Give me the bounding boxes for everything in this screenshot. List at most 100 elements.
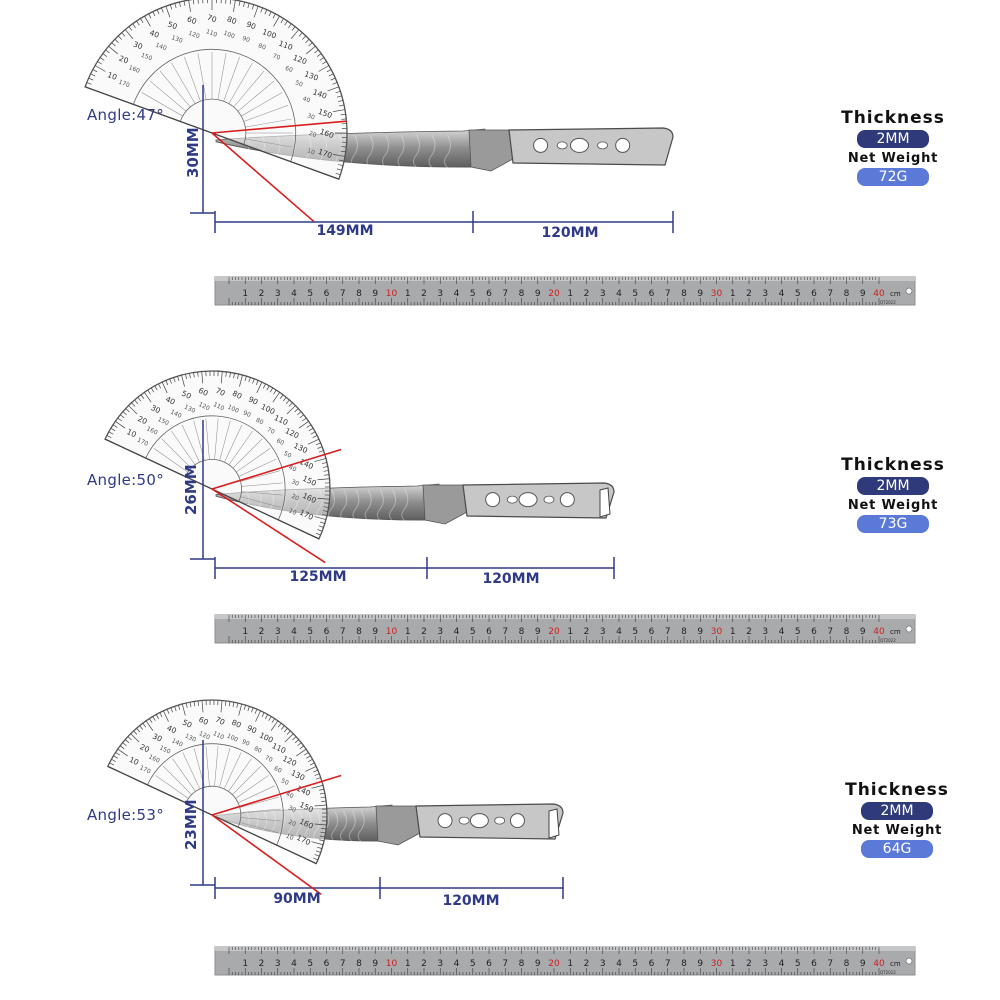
- protractor-ray: [228, 62, 253, 104]
- protractor-inner-number: 120: [187, 30, 200, 41]
- protractor-tick: [201, 700, 204, 713]
- protractor-tick: [201, 371, 204, 384]
- protractor-inner-number: 10: [306, 147, 316, 156]
- ruler-number: 4: [616, 289, 622, 299]
- thickness-title: Thickness: [841, 108, 945, 128]
- protractor-tick: [252, 378, 255, 384]
- ruler-number: 3: [437, 959, 443, 969]
- ruler-number: 3: [437, 289, 443, 299]
- protractor-tick: [319, 521, 325, 524]
- protractor-tick: [161, 381, 168, 394]
- protractor-tick: [254, 709, 258, 714]
- protractor-outer-number: 70: [214, 386, 227, 398]
- ruler-number: 1: [405, 627, 411, 637]
- ruler-number: 1: [242, 959, 248, 969]
- damascus-pattern: [339, 810, 347, 842]
- protractor-tick: [330, 77, 336, 81]
- protractor-tick: [117, 748, 128, 757]
- protractor-inner-number: 20: [308, 130, 318, 139]
- protractor-tick: [317, 446, 323, 449]
- ruler-number: 9: [697, 289, 703, 299]
- protractor-tick: [286, 730, 291, 735]
- ruler-number: 4: [779, 289, 785, 299]
- protractor-tick: [193, 701, 196, 707]
- protractor-ray: [181, 424, 200, 463]
- protractor-ray: [155, 775, 189, 799]
- ruler-number: 9: [697, 959, 703, 969]
- weight-value: 73G: [857, 515, 929, 533]
- protractor-inner-number: 60: [284, 65, 294, 74]
- protractor-tick: [305, 766, 317, 772]
- dimension-lines: [190, 420, 615, 579]
- damascus-pattern: [444, 134, 451, 168]
- protractor-tick: [310, 431, 316, 435]
- handle-hole: [559, 492, 575, 508]
- damascus-pattern: [331, 810, 339, 842]
- protractor-tick: [202, 0, 204, 4]
- protractor-tick: [311, 784, 324, 789]
- ruler-hole: [905, 625, 913, 633]
- protractor-outer-number: 40: [148, 28, 160, 40]
- protractor-tick: [306, 424, 312, 428]
- protractor-inner-number: 70: [266, 426, 276, 436]
- ruler-number: 6: [649, 959, 655, 969]
- ruler-code: QT2022: [880, 638, 896, 643]
- protractor-inner-number: 110: [205, 28, 218, 39]
- protractor-tick: [179, 1, 181, 7]
- ruler-number: 5: [632, 627, 638, 637]
- protractor-inner-number: 70: [272, 52, 282, 61]
- ruler-number: 8: [681, 959, 687, 969]
- ruler-number: 7: [502, 627, 508, 637]
- protractor-inner-arc: [132, 48, 297, 162]
- protractor-tick: [128, 26, 133, 31]
- protractor-tick: [111, 42, 116, 47]
- ruler-number: 20: [548, 627, 560, 637]
- protractor-tick: [336, 95, 342, 98]
- ruler-number: 6: [486, 289, 492, 299]
- protractor-inner-number: 160: [147, 753, 161, 764]
- protractor-tick: [165, 6, 171, 18]
- protractor-ray: [217, 53, 227, 100]
- protractor-inner-number: 60: [273, 765, 283, 775]
- protractor-outer-number: 10: [106, 70, 118, 82]
- protractor-tick: [140, 18, 144, 23]
- angle-line: [211, 488, 326, 564]
- ruler-number: 3: [762, 627, 768, 637]
- ruler-number: 3: [762, 959, 768, 969]
- protractor-tick: [121, 32, 126, 37]
- protractor-tick: [316, 53, 322, 57]
- protractor-tick: [117, 417, 122, 422]
- ruler-number: 30: [711, 289, 723, 299]
- protractor-tick: [324, 494, 330, 496]
- handle-length-label: 120MM: [482, 571, 540, 587]
- protractor-tick: [279, 394, 284, 399]
- protractor-inner-number: 80: [255, 417, 265, 427]
- ruler-number: 5: [470, 959, 476, 969]
- protractor-tick: [233, 373, 235, 379]
- ruler-number: 8: [681, 289, 687, 299]
- protractor-tick: [340, 150, 346, 153]
- protractor-tick: [265, 714, 269, 719]
- protractor-tick: [229, 372, 231, 378]
- protractor-tick: [238, 703, 243, 716]
- protractor-tick: [317, 497, 330, 500]
- protractor-tick: [155, 714, 159, 719]
- protractor-inner-number: 170: [138, 764, 152, 775]
- protractor-tick: [292, 736, 297, 741]
- protractor-tick: [288, 402, 293, 407]
- protractor-outer-number: 90: [247, 395, 260, 407]
- protractor-ray: [232, 438, 263, 469]
- handle-length-label: 120MM: [541, 225, 599, 241]
- protractor-body: [104, 370, 331, 540]
- protractor-tick: [314, 516, 327, 520]
- ruler-number: 2: [259, 959, 265, 969]
- protractor-tick: [299, 745, 305, 750]
- protractor-outer-number: 30: [151, 732, 164, 744]
- ruler-number: 6: [649, 289, 655, 299]
- angle-line: [211, 120, 347, 134]
- protractor-outer-number: 50: [166, 20, 178, 32]
- protractor-ray: [172, 758, 196, 792]
- protractor-tick: [313, 857, 318, 861]
- protractor-tick: [119, 745, 125, 750]
